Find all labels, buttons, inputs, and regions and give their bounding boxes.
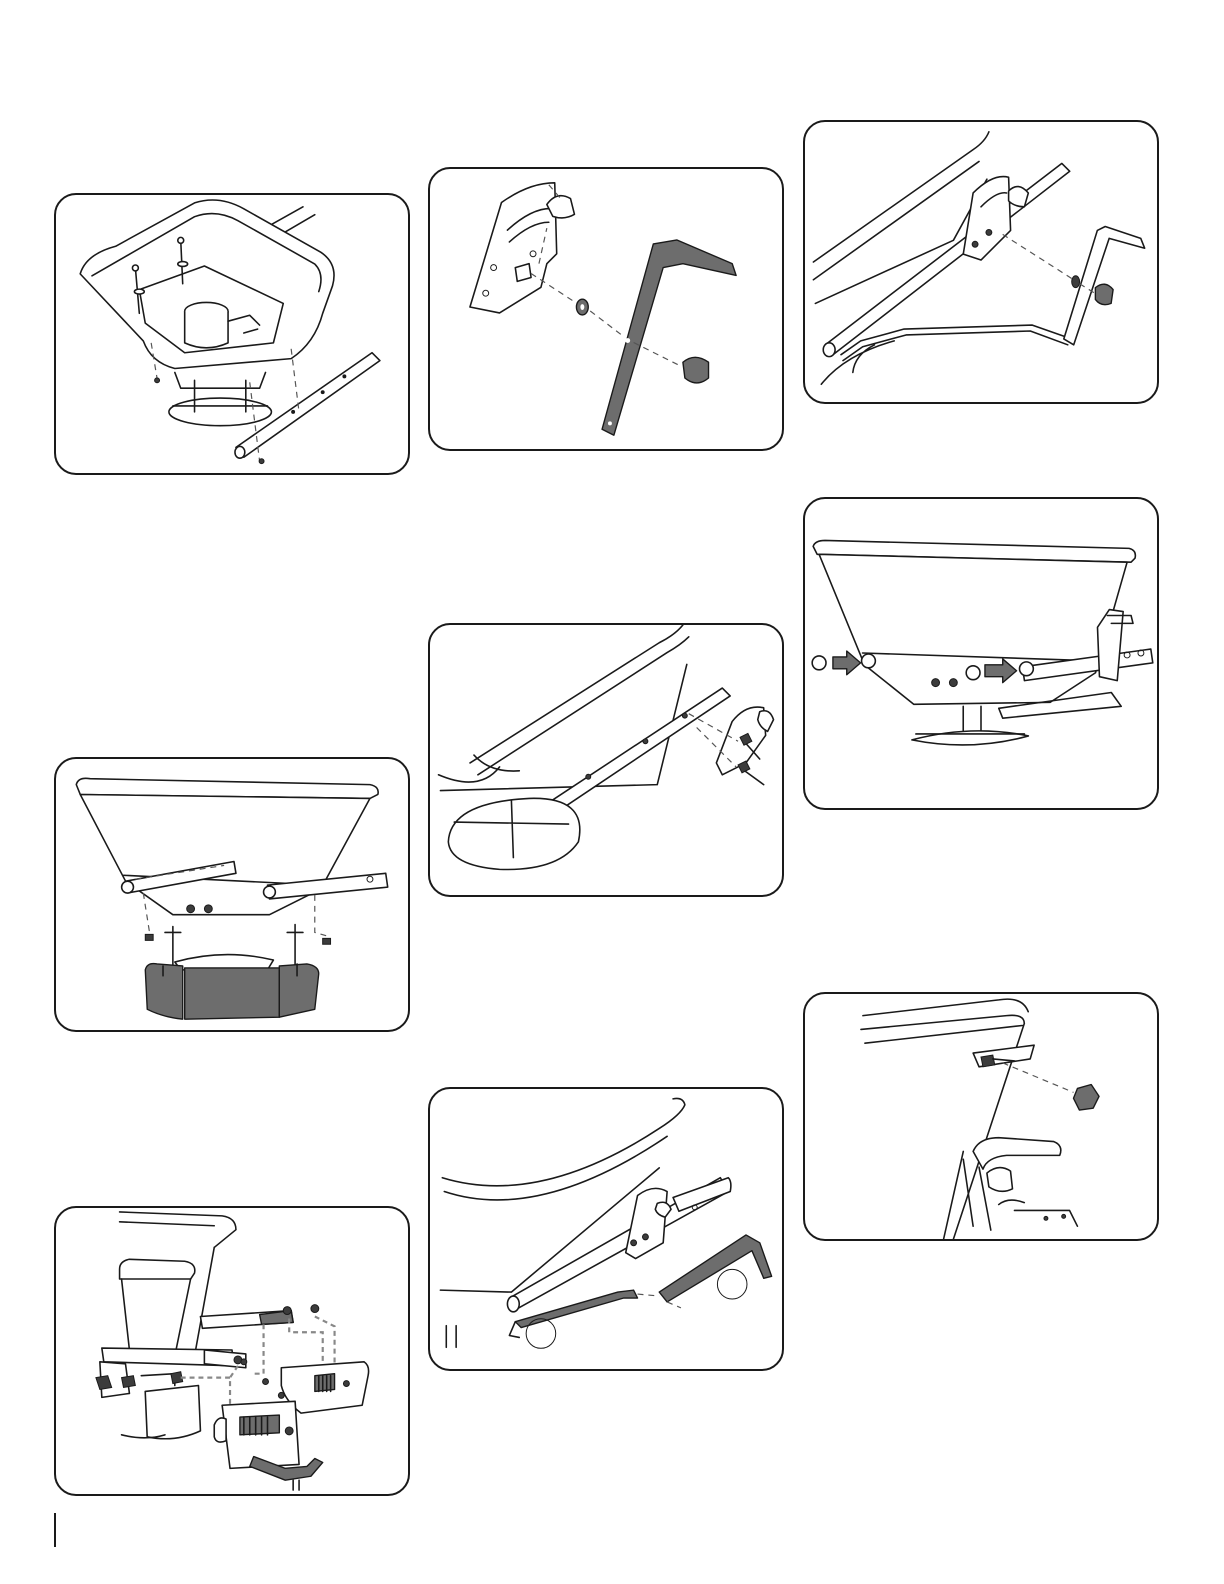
hopper-skirt-illustration xyxy=(56,759,408,1030)
callout-circle-b xyxy=(717,1269,747,1299)
figure-handle-bracket xyxy=(428,167,784,451)
figure-deflector-assembly xyxy=(54,1206,410,1496)
lever-mount-illustration xyxy=(805,122,1157,402)
deflector-assembly-illustration xyxy=(56,1208,408,1494)
figure-rod-connect xyxy=(428,1087,784,1371)
figure-tube-insert xyxy=(803,497,1159,810)
tube-insert-illustration xyxy=(805,499,1157,808)
hopper-top-illustration xyxy=(56,195,408,473)
figure-lever-mount xyxy=(803,120,1159,404)
figure-hopper-top xyxy=(54,193,410,475)
side-bracket-illustration xyxy=(430,625,782,895)
handle-bracket-illustration xyxy=(430,169,782,449)
figure-side-bracket xyxy=(428,623,784,897)
bolt-detail-illustration xyxy=(805,994,1157,1239)
figure-bolt-detail xyxy=(803,992,1159,1241)
page-margin-rule xyxy=(54,1513,56,1547)
rod-connect-illustration xyxy=(430,1089,782,1369)
figure-hopper-skirt xyxy=(54,757,410,1032)
callout-circle-a xyxy=(526,1319,556,1349)
